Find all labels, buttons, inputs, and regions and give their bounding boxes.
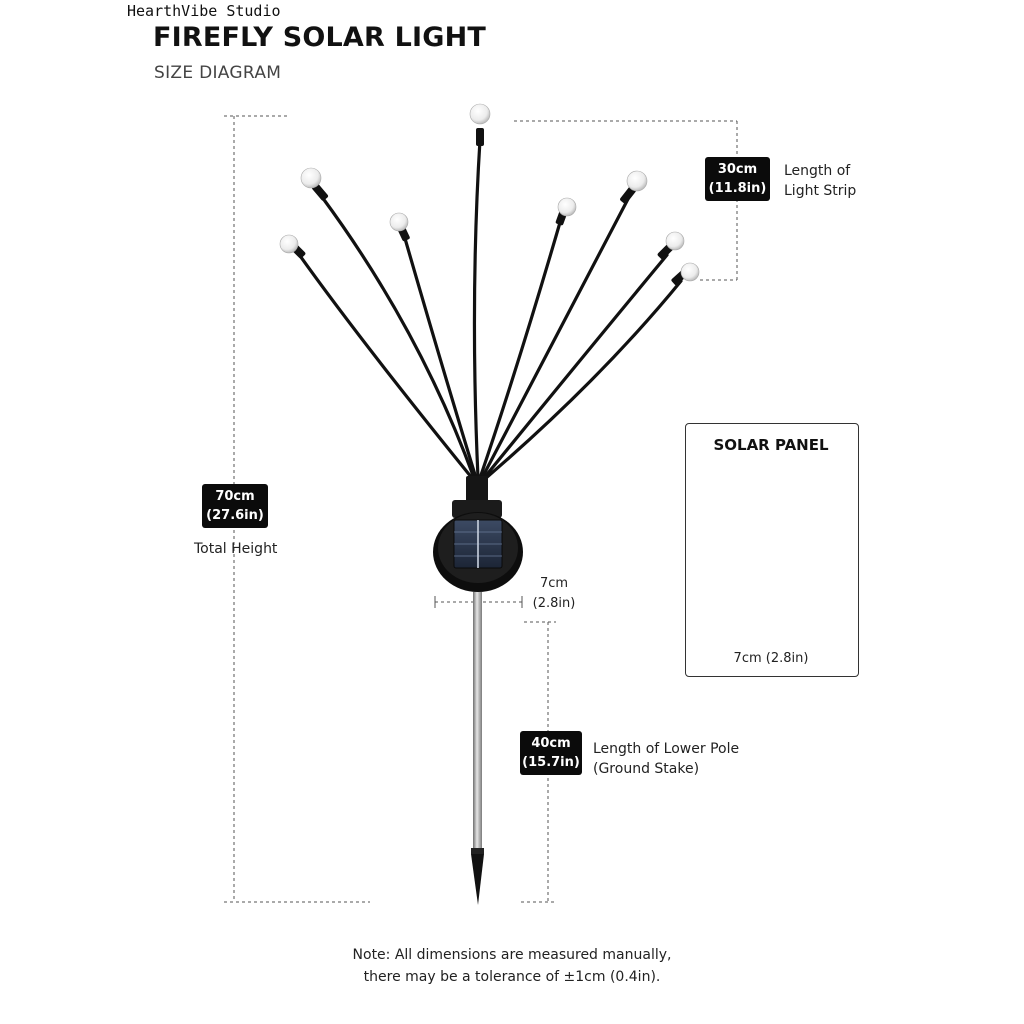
bulb-icon [620,170,648,204]
page-subtitle: SIZE DIAGRAM [154,63,282,83]
lower-pole-badge: 40cm (15.7in) [520,731,582,775]
base-width-label: 7cm (2.8in) [532,574,576,614]
strip-length-label-line2: Light Strip [784,183,857,199]
bulb-icon [389,212,410,242]
bulb-icon [555,197,577,226]
base-width-cm: 7cm [539,576,569,591]
bulb-icon [300,167,329,201]
bulb-icon [671,262,700,286]
lower-pole-label: Length of Lower Pole (Ground Stake) [593,739,739,779]
lower-pole-in: (15.7in) [522,755,580,770]
total-height-badge: 70cm (27.6in) [202,484,268,528]
solar-panel-width-label: 7cm (2.8in) [733,651,809,666]
lower-pole-cm: 40cm [531,736,571,751]
total-height-label: Total Height [194,541,278,557]
strip-length-label-line1: Length of [784,163,851,179]
strip-length-cm: 30cm [717,162,758,177]
measurement-note-line2: there may be a tolerance of ±1cm (0.4in)… [363,969,661,985]
lower-pole-label-line1: Length of Lower Pole [593,741,740,757]
page-title: FIREFLY SOLAR LIGHT [153,22,487,53]
solar-panel-title: SOLAR PANEL [713,436,829,454]
strip-length-label: Length of Light Strip [784,161,856,201]
bulbs [279,103,700,286]
bulb-icon [279,234,306,259]
base-width-in: (2.8in) [532,596,576,611]
strip-length-in: (11.8in) [708,181,767,196]
watermark: HearthVibe Studio [127,2,281,20]
bulb-icon [469,103,491,146]
total-height-cm: 70cm [215,489,255,504]
solar-panel-inset [685,423,859,677]
lower-pole-label-line2: (Ground Stake) [593,761,700,777]
ground-stake [471,592,484,905]
measurement-note-line1: Note: All dimensions are measured manual… [352,947,672,963]
strip-length-badge: 30cm (11.8in) [705,157,770,201]
solar-head [433,476,523,592]
total-height-in: (27.6in) [206,508,264,523]
bulb-icon [657,231,685,260]
light-strips [296,138,683,480]
